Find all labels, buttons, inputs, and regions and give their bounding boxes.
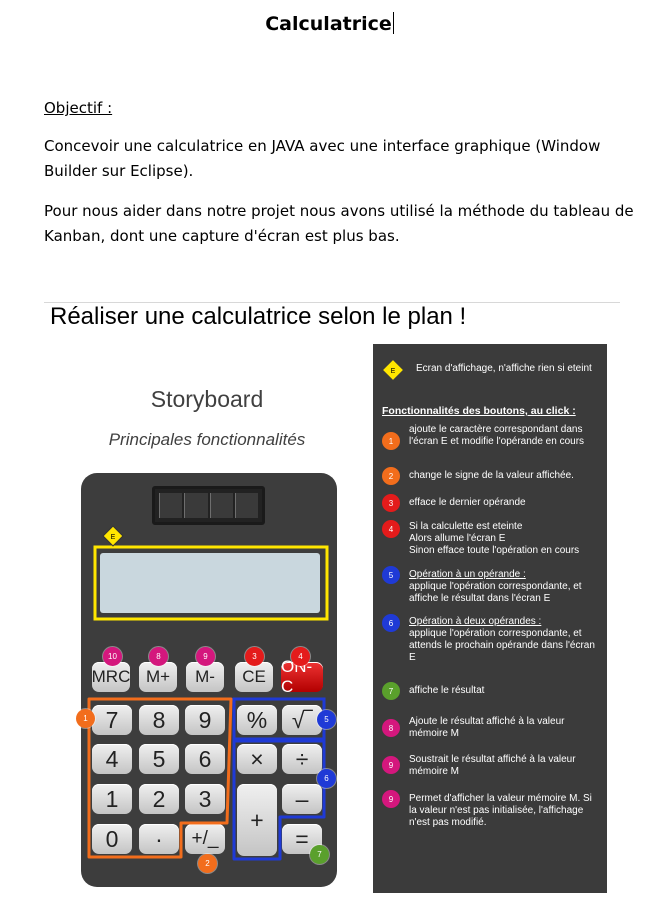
m-plus-button: M+: [139, 662, 177, 692]
legend-badge-6: 6: [382, 614, 400, 632]
legend-item-7: affiche le résultat: [409, 685, 485, 696]
legend-badge-8: 8: [382, 719, 400, 737]
digit-1-button: 1: [92, 784, 132, 814]
calculator-illustration: MRC M+ M- CE ON-C 7 8 9 % √‾ 4 5 6 × ÷ 1…: [76, 473, 337, 887]
document-title: Calculatrice: [265, 12, 394, 35]
legend-item-4: Si la calculette est eteinte Alors allum…: [409, 521, 580, 556]
divide-button: ÷: [282, 744, 322, 774]
method-paragraph: Pour nous aider dans notre projet nous a…: [44, 202, 634, 245]
badge-4: 4: [291, 647, 310, 666]
ce-button: CE: [235, 662, 273, 692]
digit-4-button: 4: [92, 744, 132, 774]
storyboard-title: Storyboard: [150, 386, 264, 412]
multiply-button: ×: [237, 744, 277, 774]
legend-badge-9: 9: [382, 756, 400, 774]
digit-7-button: 7: [92, 705, 132, 735]
objective-paragraph: Concevoir une calculatrice en JAVA avec …: [44, 137, 601, 180]
screen-marker-label: E: [111, 534, 116, 541]
legend-item-5-label: Opération à un opérande :: [409, 569, 526, 580]
equals-button: =: [282, 824, 322, 854]
legend-badge-2: 2: [382, 467, 400, 485]
digit-9-button: 9: [185, 705, 225, 735]
screen-marker-icon: E: [383, 360, 403, 380]
plus-minus-button: +/_: [185, 824, 225, 854]
legend-badge-10: 9: [382, 790, 400, 808]
legend-item-8: Ajoute le résultat affiché à la valeur m…: [409, 716, 565, 739]
digits-outline: [87, 697, 233, 859]
legend-item-6: Opération à deux opérandes :applique l'o…: [409, 616, 601, 664]
legend-item-3: efface le dernier opérande: [409, 497, 526, 508]
legend-badge-4: 4: [382, 520, 400, 538]
percent-button: %: [237, 705, 277, 735]
digit-0-button: 0: [92, 824, 132, 854]
calculator-screen: [100, 553, 320, 613]
badge-7: 7: [310, 845, 329, 864]
solar-panel: [152, 486, 265, 525]
svg-text:E: E: [391, 368, 396, 375]
digit-3-button: 3: [185, 784, 225, 814]
single-operand-outline: [232, 697, 326, 741]
divider: [44, 302, 620, 303]
legend-item-2: change le signe de la valeur affichée.: [409, 470, 574, 481]
badge-8: 8: [149, 647, 168, 666]
badge-10: 10: [103, 647, 122, 666]
badge-5: 5: [317, 710, 336, 729]
legend-badge-1: 1: [382, 432, 400, 450]
legend-item-5-text: applique l'opération correspondante, et …: [409, 581, 582, 604]
badge-6: 6: [317, 769, 336, 788]
legend-item-9: Soustrait le résultat affiché à la valeu…: [409, 754, 576, 777]
legend-item-1: ajoute le caractère correspondant dans l…: [409, 424, 585, 447]
legend-item-6-label: Opération à deux opérandes :: [409, 616, 542, 627]
legend-panel: E Ecran d'affichage, n'affiche rien si e…: [373, 344, 607, 893]
badge-1: 1: [76, 709, 95, 728]
digit-6-button: 6: [185, 744, 225, 774]
legend-badge-5: 5: [382, 566, 400, 584]
digit-2-button: 2: [139, 784, 179, 814]
screen-outline: [93, 545, 329, 621]
storyboard-subtitle: Principales fonctionnalités: [108, 430, 306, 449]
legend-badge-3: 3: [382, 494, 400, 512]
screen-marker-diamond: [102, 525, 124, 547]
m-minus-button: M-: [186, 662, 224, 692]
digit-8-button: 8: [139, 705, 179, 735]
text-cursor: [392, 12, 394, 34]
sqrt-button: √‾: [282, 705, 322, 735]
plan-title: Réaliser une calculatrice selon le plan …: [50, 303, 467, 330]
legend-item-10: Permet d'afficher la valeur mémoire M. S…: [409, 793, 592, 828]
legend-badge-7: 7: [382, 682, 400, 700]
legend-item-6-text: applique l'opération correspondante, et …: [409, 628, 595, 663]
two-operand-outline: [232, 739, 326, 861]
legend-screen-text: Ecran d'affichage, n'affiche rien si ete…: [416, 363, 592, 374]
plus-button: +: [237, 784, 277, 856]
badge-9: 9: [196, 647, 215, 666]
badge-2: 2: [198, 854, 217, 873]
legend-heading: Fonctionnalités des boutons, au click :: [382, 405, 576, 417]
mrc-button: MRC: [92, 662, 130, 692]
highlight-outlines: E: [87, 525, 329, 861]
digit-5-button: 5: [139, 744, 179, 774]
legend-item-5: Opération à un opérande :applique l'opér…: [409, 569, 601, 605]
decimal-point-button: ·: [139, 824, 179, 854]
objective-heading: Objectif :: [44, 99, 113, 117]
minus-button: –: [282, 784, 322, 814]
badge-3: 3: [245, 647, 264, 666]
